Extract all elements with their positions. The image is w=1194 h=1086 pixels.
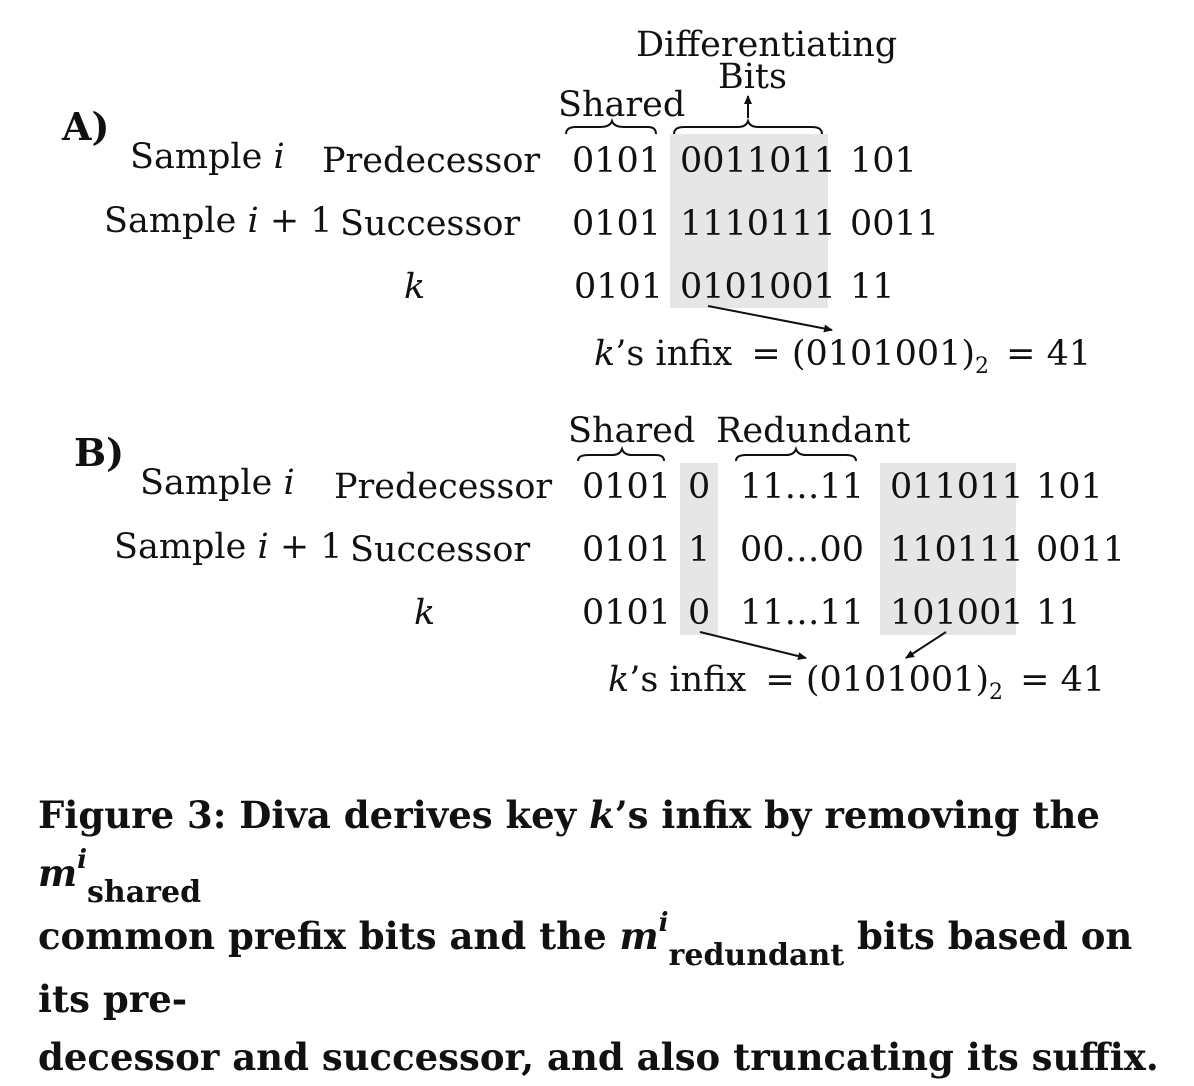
panel-b-row2-sample: Sample i + 1 (114, 527, 343, 567)
panel-b-shared-brace (577, 445, 665, 462)
panel-a-diff-header-2: Bits (718, 57, 787, 97)
m-shared-symbol: mishared (38, 845, 202, 910)
caption-line-2: common prefix bits and the miredundant b… (38, 908, 1133, 1021)
panel-a-row2-role: Successor (340, 204, 521, 244)
panel-b-redundant-brace (735, 445, 857, 462)
panel-b-diff-shade (880, 463, 1016, 635)
panel-b-bit-arrow (699, 631, 807, 660)
caption-line-3: decessor and successor, and also truncat… (38, 1035, 1159, 1079)
panel-a-row1-shared: 0101 (572, 141, 662, 181)
panel-a-row3-tail: 11 (850, 267, 895, 307)
panel-a-row1-sample: Sample i (130, 137, 285, 177)
panel-a-row2-shared: 0101 (572, 204, 662, 244)
panel-b-row1-redundant: 11…11 (740, 467, 865, 507)
panel-a-diff-brace (673, 117, 823, 135)
panel-b-row1-shared: 0101 (582, 467, 672, 507)
panel-b-row2-diff: 110111 (890, 530, 1024, 570)
panel-b-row1-bit: 0 (688, 467, 711, 507)
panel-b-row1-role: Predecessor (334, 467, 553, 507)
panel-b-infix: k’s infix = (0101001)2 = 41 (608, 660, 1106, 705)
panel-a-row1-diff: 0011011 (680, 141, 836, 181)
panel-a-row1-role: Predecessor (322, 141, 541, 181)
panel-a-row2-tail: 0011 (850, 204, 940, 244)
panel-a-row3-shared: 0101 (574, 267, 664, 307)
figure-caption: Figure 3: Diva derives key k’s infix by … (38, 786, 1168, 1086)
caption-line-1: Figure 3: Diva derives key k’s infix by … (38, 793, 1100, 910)
panel-b-row2-bit: 1 (688, 530, 711, 570)
panel-a-label: A) (62, 104, 110, 149)
panel-b-row2-shared: 0101 (582, 530, 672, 570)
panel-a-shared-brace (565, 117, 657, 135)
panel-a-row3-key: k (404, 267, 426, 307)
panel-a-row1-tail: 101 (850, 141, 917, 181)
panel-b-row2-tail: 0011 (1036, 530, 1126, 570)
panel-b-row1-tail: 101 (1036, 467, 1103, 507)
panel-a-row2-sample: Sample i + 1 (104, 201, 333, 241)
panel-b-row2-redundant: 00…00 (740, 530, 865, 570)
panel-a-infix: k’s infix = (0101001)2 = 41 (594, 334, 1092, 379)
panel-b-row3-shared: 0101 (582, 593, 672, 633)
panel-b-row1-diff: 011011 (890, 467, 1024, 507)
panel-b-row2-role: Successor (350, 530, 531, 570)
m-redundant-symbol: miredundant (619, 908, 845, 973)
panel-b-row3-tail: 11 (1036, 593, 1081, 633)
panel-b-row3-diff: 101001 (890, 593, 1024, 633)
panel-b-diff-arrow (905, 631, 947, 659)
panel-a-row3-diff: 0101001 (680, 267, 836, 307)
panel-b-row3-bit: 0 (688, 593, 711, 633)
panel-b-row1-sample: Sample i (140, 463, 295, 503)
panel-b-row3-key: k (414, 593, 436, 633)
panel-b-redundant-header: Redundant (716, 411, 911, 451)
panel-a-diff-shade (670, 134, 828, 308)
panel-b-shared-header: Shared (568, 411, 696, 451)
panel-a-infix-arrow (707, 305, 833, 333)
panel-a-row2-diff: 1110111 (680, 204, 836, 244)
panel-b-row3-redundant: 11…11 (740, 593, 865, 633)
panel-b-bit-shade (680, 463, 718, 635)
panel-b-label: B) (74, 430, 125, 475)
diagram-overlay (565, 95, 947, 660)
panel-a-shared-header: Shared (558, 85, 686, 125)
panel-a-diff-header-1: Differentiating (636, 25, 898, 65)
